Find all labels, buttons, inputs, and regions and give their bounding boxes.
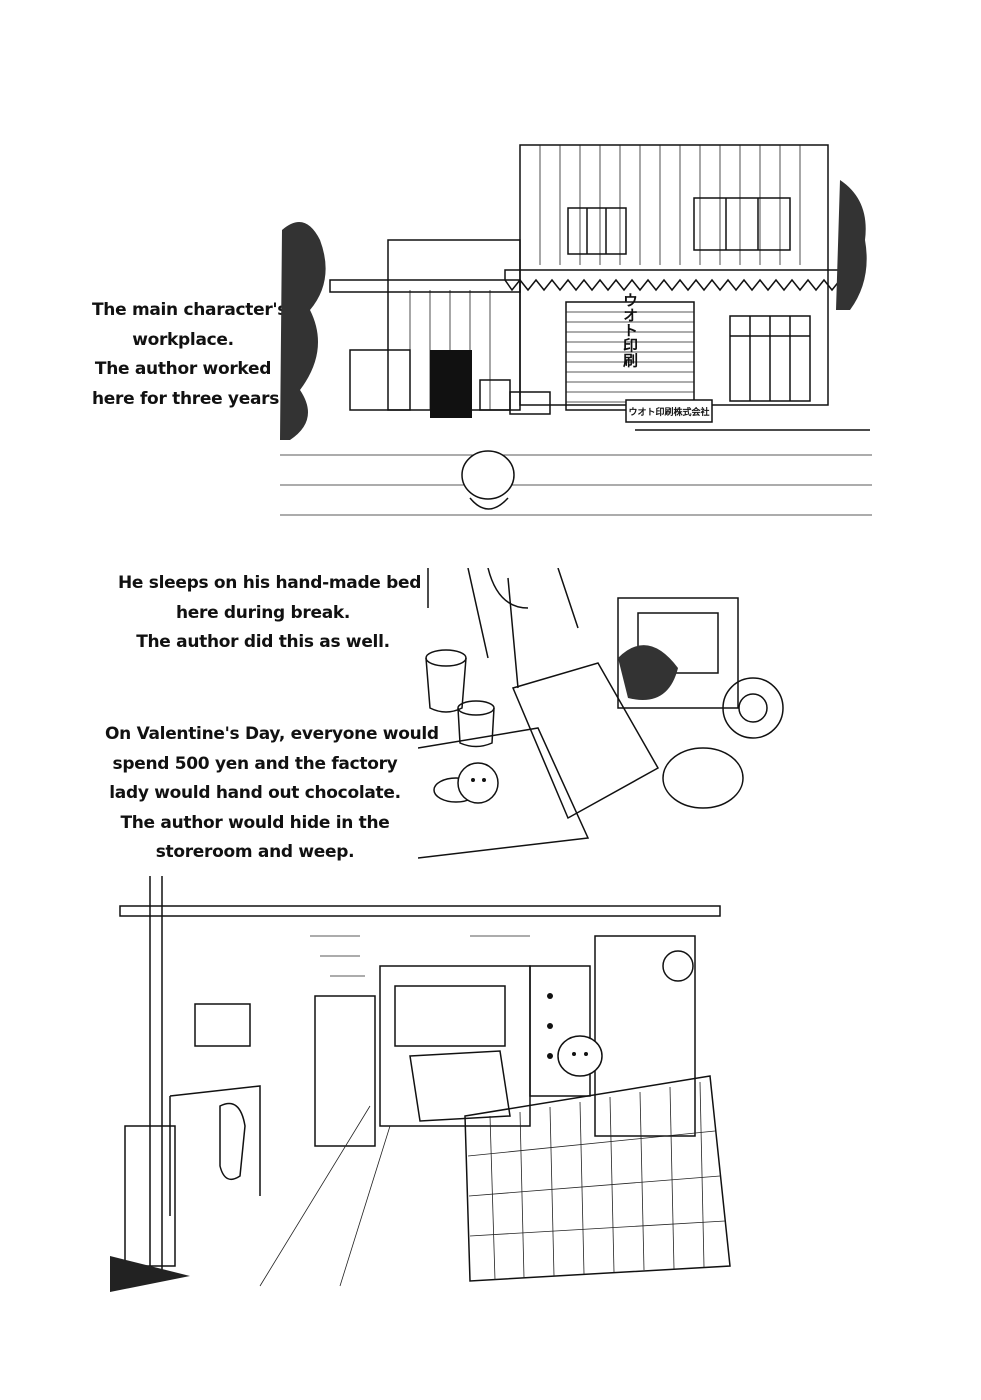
break-bed-illustration <box>418 568 784 859</box>
factory-exterior-illustration: ウオト印刷 ウオト印刷株式会社 <box>280 144 872 516</box>
caption-line: lady would hand out chocolate. <box>109 783 401 803</box>
caption-line: workplace. <box>132 329 234 350</box>
shutter-sign: ウオト印刷 <box>621 293 639 369</box>
panel-factory-exterior: ウオト印刷 ウオト印刷株式会社 <box>280 130 872 522</box>
panel-factory-interior <box>110 876 742 1292</box>
panel-break-bed <box>418 568 842 860</box>
caption-line: He sleeps on his hand-made bed <box>118 573 422 593</box>
caption-line: The author did this as well. <box>136 632 390 652</box>
factory-interior-illustration <box>110 876 731 1292</box>
caption-line: here for three years. <box>92 388 286 409</box>
caption-line: On Valentine's Day, everyone would <box>105 724 439 744</box>
caption-line: spend 500 yen and the factory <box>112 753 398 774</box>
caption-valentine: On Valentine's Day, everyone would spend… <box>105 720 439 868</box>
plate-sign: ウオト印刷株式会社 <box>628 406 709 418</box>
caption-workplace: The main character's workplace. The auth… <box>92 296 288 414</box>
caption-bed: He sleeps on his hand-made bed here duri… <box>118 569 422 658</box>
caption-line: The author worked <box>94 359 272 379</box>
caption-line: The main character's <box>92 300 288 320</box>
caption-line: storeroom and weep. <box>155 842 355 862</box>
caption-line: here during break. <box>175 602 351 623</box>
caption-line: The author would hide in the <box>120 812 390 833</box>
